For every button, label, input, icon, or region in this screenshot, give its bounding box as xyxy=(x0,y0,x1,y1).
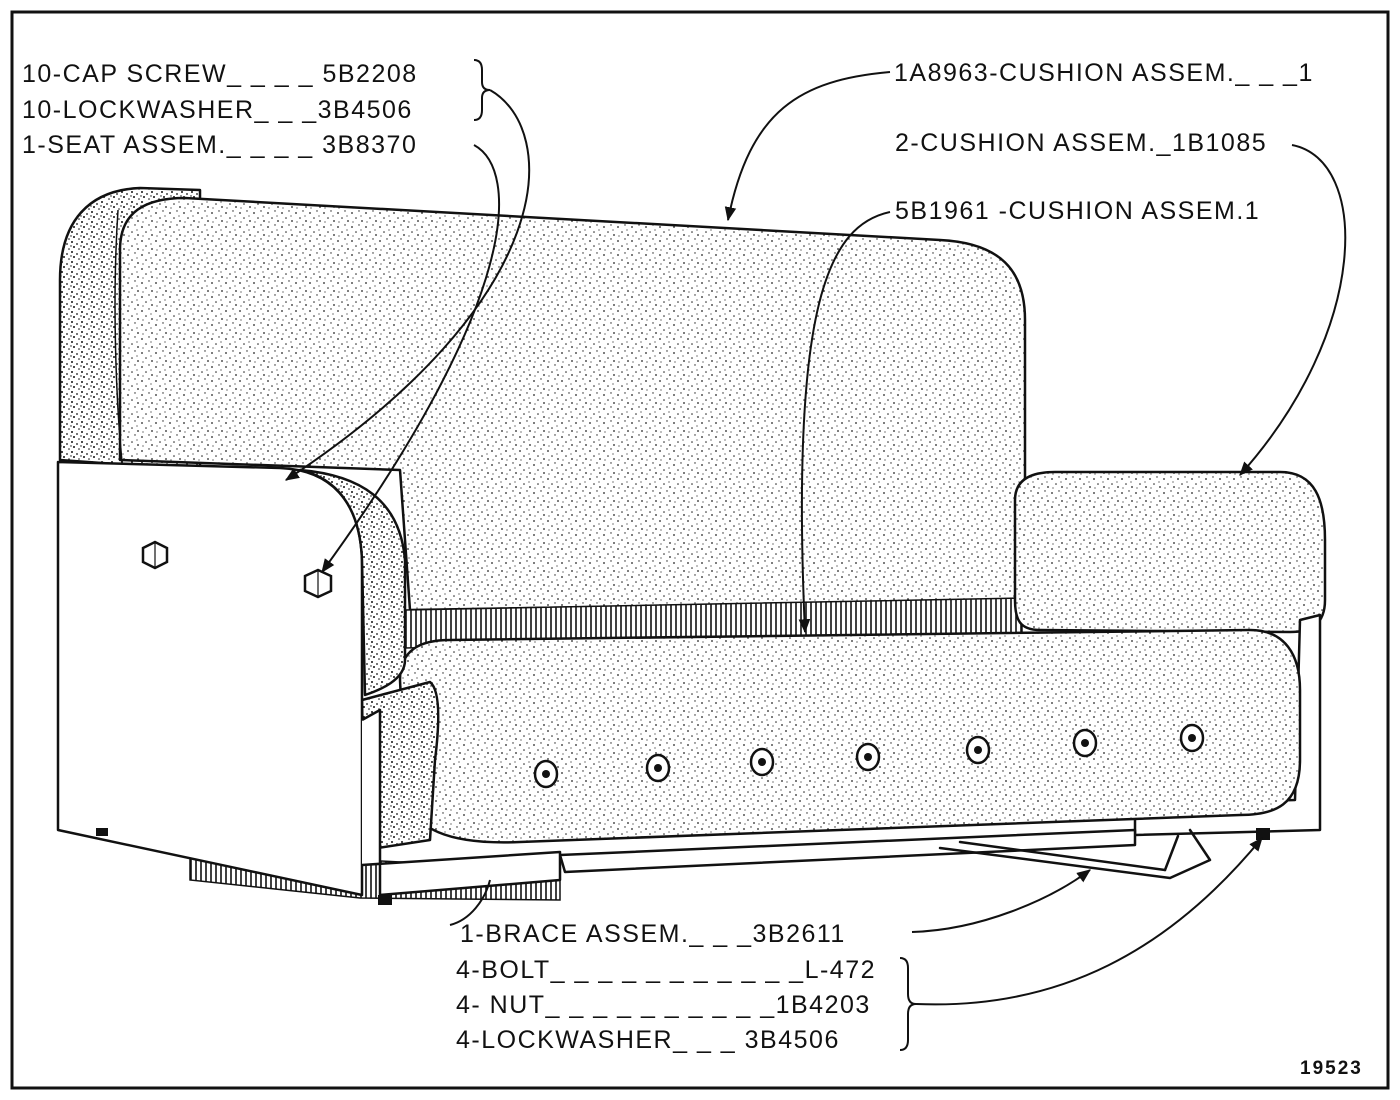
left-panel-edge-icon xyxy=(298,468,407,697)
callout-cushion-1a8963: 1A8963-CUSHION ASSEM._ _ _1 xyxy=(894,59,1314,87)
seat-illustration xyxy=(56,186,1327,905)
tuft-button-icon xyxy=(749,747,775,777)
left-skirt-icon xyxy=(361,708,562,897)
foot-bolt-icon xyxy=(96,828,108,836)
callout-nut: 4- NUT_ _ _ _ _ _ _ _ _ _1B4203 xyxy=(456,991,871,1019)
callout-cap-screw: 10-CAP SCREW_ _ _ _ 5B2208 xyxy=(22,60,418,88)
seat-cushion-icon xyxy=(398,628,1302,844)
callout-seat-assem: 1-SEAT ASSEM._ _ _ _ 3B8370 xyxy=(22,131,417,159)
figure-number: 19523 xyxy=(1300,1058,1363,1079)
callout-lockwasher-bottom: 4-LOCKWASHER_ _ _ 3B4506 xyxy=(456,1026,840,1054)
tufting-buttons xyxy=(533,723,1205,789)
foot-bolt-icon xyxy=(1256,828,1270,840)
callout-brace-assem: 1-BRACE ASSEM._ _ _3B2611 xyxy=(460,920,846,948)
callout-labels: 10-CAP SCREW_ _ _ _ 5B2208 10-LOCKWASHER… xyxy=(22,59,1363,1079)
right-armrest-cushion-icon xyxy=(1013,470,1327,634)
callout-cushion-2: 2-CUSHION ASSEM._1B1085 xyxy=(895,129,1267,157)
cap-screw-icon xyxy=(303,568,333,599)
back-cushion-icon xyxy=(118,196,1027,612)
tuft-button-icon xyxy=(855,742,881,772)
tuft-button-icon xyxy=(1072,728,1098,758)
callout-lockwasher-top: 10-LOCKWASHER_ _ _3B4506 xyxy=(22,96,413,124)
tuft-button-icon xyxy=(1179,723,1205,753)
brace-icon xyxy=(938,828,1212,880)
foot-bolt-icon xyxy=(378,895,392,905)
callout-cushion-5b1961: 5B1961 -CUSHION ASSEM.1 xyxy=(895,197,1260,225)
callout-bolt: 4-BOLT_ _ _ _ _ _ _ _ _ _ _L-472 xyxy=(456,956,876,984)
tuft-button-icon xyxy=(965,735,991,765)
front-rail-icon xyxy=(558,828,1137,874)
tuft-button-icon xyxy=(645,753,671,783)
leader-lines xyxy=(285,59,1347,1051)
cap-screw-icon xyxy=(141,540,169,570)
tuft-button-icon xyxy=(533,759,559,789)
